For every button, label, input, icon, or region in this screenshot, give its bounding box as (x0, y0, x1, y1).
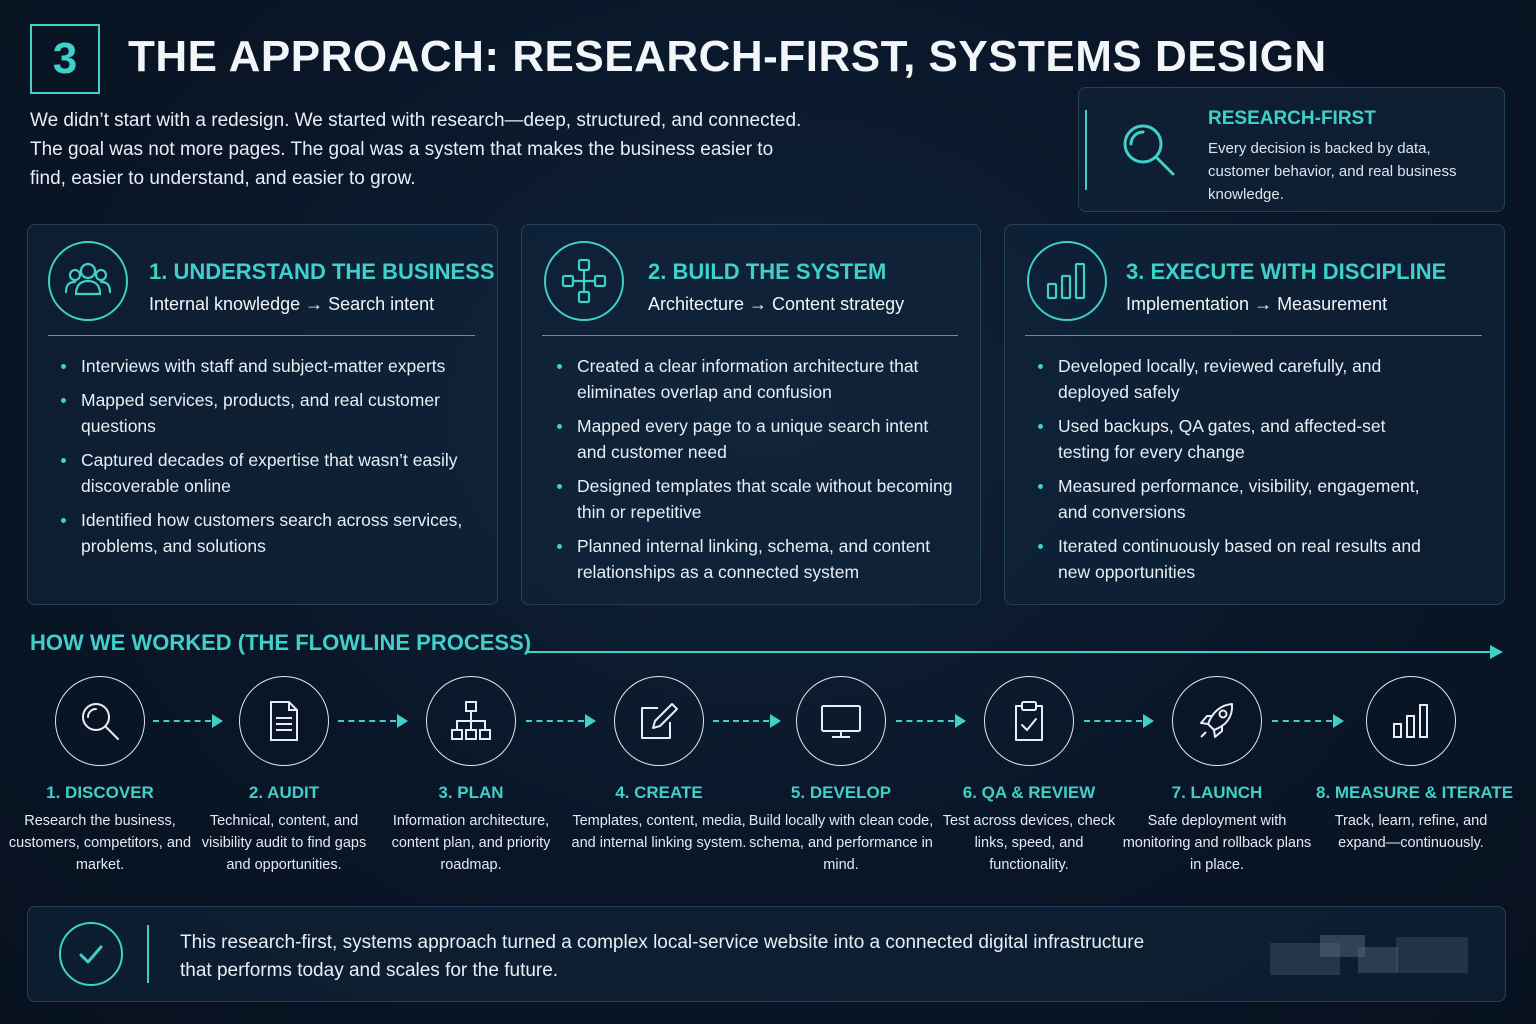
connector-line (526, 720, 584, 722)
process-step-create: 4. CREATE Templates, content, media, and… (564, 676, 754, 854)
step-label: 5. DEVELOP (790, 783, 892, 802)
pillar-bullets: Created a clear information architecture… (557, 353, 960, 593)
step-description: Technical, content, and visibility audit… (201, 813, 367, 873)
process-step-discover: 1. DISCOVER Research the business, custo… (5, 676, 195, 876)
pillar-bullets: Developed locally, reviewed carefully, a… (1038, 353, 1434, 593)
step-description: Test across devices, check links, speed,… (942, 813, 1116, 873)
step-label: 2. AUDIT (248, 783, 320, 802)
network-icon (544, 241, 624, 321)
divider (542, 335, 958, 336)
research-first-card: RESEARCH-FIRST Every decision is backed … (1078, 87, 1505, 212)
divider (1025, 335, 1482, 336)
pillar-title: 1. UNDERSTAND THE BUSINESS (149, 259, 495, 284)
research-first-description: Every decision is backed by data, custom… (1208, 140, 1457, 203)
step-description: Information architecture, content plan, … (391, 813, 551, 873)
process-step-develop: 5. DEVELOP Build locally with clean code… (746, 676, 936, 876)
document-icon (239, 676, 329, 766)
pillar-title: 2. BUILD THE SYSTEM (648, 259, 887, 284)
list-item: Created a clear information architecture… (557, 353, 960, 405)
pillar-card-build: 2. BUILD THE SYSTEM Architecture → Conte… (521, 224, 981, 605)
step-label: 4. CREATE (615, 783, 703, 802)
list-item: Mapped every page to a unique search int… (557, 413, 960, 465)
intro-text: We didn’t start with a redesign. We star… (30, 106, 850, 193)
step-description: Track, learn, refine, and expand—continu… (1334, 813, 1488, 851)
list-item: Designed templates that scale without be… (557, 473, 960, 525)
pillar-subtitle: Internal knowledge → Search intent (149, 294, 435, 314)
connector-line (153, 720, 211, 722)
check-circle-icon (59, 922, 123, 986)
list-item: Mapped services, products, and real cust… (61, 387, 477, 439)
summary-text: This research-first, systems approach tu… (180, 932, 1145, 981)
arrow-right-icon (955, 714, 966, 728)
list-item: Captured decades of expertise that wasn’… (61, 447, 477, 499)
process-step-audit: 2. AUDIT Technical, content, and visibil… (189, 676, 379, 876)
arrow-right-icon (1143, 714, 1154, 728)
accent-bar (1085, 110, 1087, 190)
pillar-card-execute: 3. EXECUTE WITH DISCIPLINE Implementatio… (1004, 224, 1505, 605)
list-item: Planned internal linking, schema, and co… (557, 533, 960, 585)
sitemap-icon (426, 676, 516, 766)
process-step-measure-iterate: 8. MEASURE & ITERATE Track, learn, refin… (1316, 676, 1514, 854)
monitor-icon (796, 676, 886, 766)
section-number: 3 (30, 24, 100, 94)
step-description: Safe deployment with monitoring and roll… (1122, 813, 1312, 873)
connector-line (1272, 720, 1332, 722)
pillar-bullets: Interviews with staff and subject-matter… (61, 353, 477, 567)
summary-footer: This research-first, systems approach tu… (27, 906, 1506, 1002)
list-item: Developed locally, reviewed carefully, a… (1038, 353, 1434, 405)
list-item: Interviews with staff and subject-matter… (61, 353, 477, 379)
intro-line-2: The goal was not more pages. The goal wa… (30, 139, 774, 189)
process-step-plan: 3. PLAN Information architecture, conten… (376, 676, 566, 876)
process-step-launch: 7. LAUNCH Safe deployment with monitorin… (1122, 676, 1312, 876)
process-timeline-line (526, 651, 1492, 653)
arrow-right-icon (1490, 645, 1503, 659)
divider (147, 925, 149, 983)
divider (48, 335, 475, 336)
list-item: Measured performance, visibility, engage… (1038, 473, 1434, 525)
arrow-right-icon (212, 714, 223, 728)
rocket-icon (1172, 676, 1262, 766)
intro-line-1: We didn’t start with a redesign. We star… (30, 110, 802, 131)
pillar-title: 3. EXECUTE WITH DISCIPLINE (1126, 259, 1447, 284)
step-label: 6. QA & REVIEW (962, 783, 1096, 802)
list-item: Used backups, QA gates, and affected-set… (1038, 413, 1434, 465)
page-title: THE APPROACH: RESEARCH-FIRST, SYSTEMS DE… (128, 32, 1327, 81)
connector-line (713, 720, 769, 722)
clipboard-check-icon (984, 676, 1074, 766)
step-label: 1. DISCOVER (46, 783, 154, 802)
arrow-right-icon (1333, 714, 1344, 728)
search-icon (1123, 124, 1175, 176)
pillar-card-understand: 1. UNDERSTAND THE BUSINESS Internal know… (27, 224, 498, 605)
process-step-qa-review: 6. QA & REVIEW Test across devices, chec… (934, 676, 1124, 876)
step-label: 3. PLAN (438, 783, 504, 802)
arrow-right-icon (770, 714, 781, 728)
step-label: 7. LAUNCH (1171, 783, 1263, 802)
pillar-subtitle: Implementation → Measurement (1126, 294, 1388, 314)
step-label: 8. MEASURE & ITERATE (1316, 783, 1514, 802)
pillar-subtitle: Architecture → Content strategy (648, 294, 905, 314)
arrow-right-icon (397, 714, 408, 728)
step-description: Research the business, customers, compet… (8, 813, 192, 873)
step-description: Templates, content, media, and internal … (571, 813, 747, 851)
connector-line (896, 720, 954, 722)
edit-icon (614, 676, 704, 766)
research-first-title: RESEARCH-FIRST (1208, 108, 1376, 129)
people-icon (48, 241, 128, 321)
list-item: Identified how customers search across s… (61, 507, 477, 559)
connector-line (338, 720, 396, 722)
list-item: Iterated continuously based on real resu… (1038, 533, 1434, 585)
connector-line (1084, 720, 1142, 722)
step-description: Build locally with clean code, schema, a… (748, 813, 934, 873)
search-icon (55, 676, 145, 766)
arrow-right-icon (585, 714, 596, 728)
bar-chart-icon (1366, 676, 1456, 766)
process-title: HOW WE WORKED (THE FLOWLINE PROCESS) (30, 630, 532, 655)
bar-chart-icon (1027, 241, 1107, 321)
